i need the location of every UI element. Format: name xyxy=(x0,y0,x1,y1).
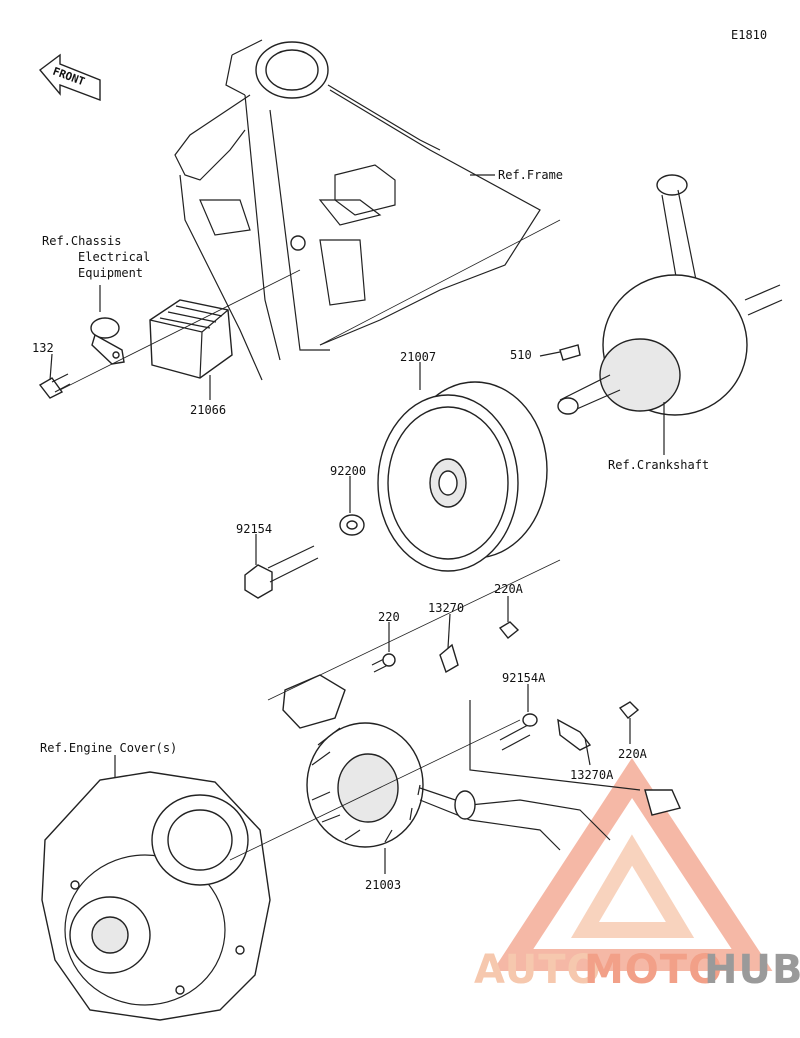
part-label-21066: 21066 xyxy=(190,403,227,417)
engine-cover-drawing xyxy=(41,771,271,1021)
part-label-92200: 92200 xyxy=(330,464,367,478)
flywheel-rotor-21007 xyxy=(377,381,548,572)
watermark-text-moto: MOTO xyxy=(584,947,724,993)
watermark-text-hub: HUB xyxy=(704,947,800,993)
bolt-92154A xyxy=(499,713,538,751)
ref-crankshaft-label: Ref.Crankshaft xyxy=(608,458,710,472)
frame-drawing xyxy=(174,39,541,381)
diagram-code: E1810 xyxy=(731,28,768,42)
bolt-220 xyxy=(371,653,396,673)
ref-engine-cover-label: Ref.Engine Cover(s) xyxy=(40,741,178,755)
washer-92200 xyxy=(339,514,365,536)
part-label-220A-top: 220A xyxy=(494,582,523,596)
ref-chassis-label-line3: Equipment xyxy=(78,266,144,280)
clamp-13270A xyxy=(557,718,592,751)
regulator-rectifier-21066 xyxy=(149,299,233,379)
ref-frame-label: Ref.Frame xyxy=(498,168,564,182)
part-label-13270A: 13270A xyxy=(570,768,614,782)
part-label-92154: 92154 xyxy=(236,522,273,536)
ref-chassis-label-line2: Electrical xyxy=(78,250,151,264)
part-label-510: 510 xyxy=(510,348,532,362)
part-label-220A-bottom: 220A xyxy=(618,747,647,761)
assembly-axis-lines xyxy=(59,219,561,861)
stator-21003 xyxy=(282,674,681,851)
front-arrow-icon xyxy=(38,53,101,102)
watermark-text-auto: AUTO xyxy=(474,947,602,993)
clamp-and-bolt-132 xyxy=(38,317,125,399)
part-label-132: 132 xyxy=(32,341,54,355)
watermark-triangle-logo xyxy=(492,757,773,971)
part-label-21007: 21007 xyxy=(400,350,437,364)
bolt-220A-bottom xyxy=(618,701,640,719)
clamp-13270 xyxy=(439,643,459,674)
part-label-13270: 13270 xyxy=(428,601,465,615)
part-label-21003: 21003 xyxy=(365,878,402,892)
bolt-220A-top xyxy=(498,621,520,639)
ref-chassis-label-line1: Ref.Chassis xyxy=(42,234,122,248)
crankshaft-drawing xyxy=(557,174,783,416)
part-label-220: 220 xyxy=(378,610,400,624)
bolt-92154 xyxy=(244,545,319,599)
leader-lines xyxy=(49,174,665,874)
part-label-92154A: 92154A xyxy=(502,671,546,685)
